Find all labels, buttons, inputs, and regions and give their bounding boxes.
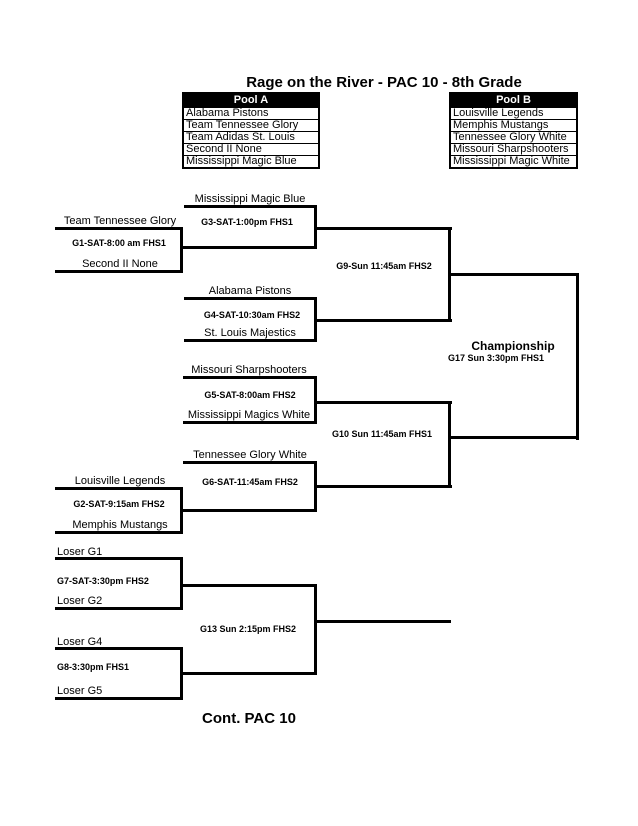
g2-bottom-team-label: Memphis Mustangs (72, 519, 168, 531)
pool-a-table: Pool A Alabama Pistons Team Tennessee Gl… (182, 92, 320, 169)
g10-join-line (448, 401, 451, 488)
g2-top-line (55, 487, 183, 490)
championship-title: Championship (471, 339, 555, 353)
g6-top-team-label: Tennessee Glory White (193, 449, 307, 461)
g13-game-label: G13 Sun 2:15pm FHS2 (199, 624, 297, 634)
g6-winner-line (314, 485, 452, 488)
g2-game-label: G2-SAT-9:15am FHS2 (73, 499, 165, 509)
championship-join-line (576, 273, 579, 440)
g5-game-label: G5-SAT-8:00am FHS2 (204, 390, 296, 400)
table-row: Tennessee Glory White (451, 131, 576, 143)
g7-top-team-label: Loser G1 (57, 546, 103, 558)
g3-top-team-label: Mississippi Magic Blue (194, 193, 306, 205)
g4-game-label: G4-SAT-10:30am FHS2 (203, 310, 301, 320)
g1-bottom-team-label: Second II None (82, 258, 158, 270)
page-title: Rage on the River - PAC 10 - 8th Grade (246, 74, 522, 91)
g10-game-label: G10 Sun 11:45am FHS1 (331, 429, 433, 439)
championship-game-label: G17 Sun 3:30pm FHS1 (447, 353, 545, 363)
table-row: Mississippi Magic White (451, 155, 576, 167)
g2-bottom-line (55, 531, 183, 534)
g13-join-line (314, 584, 317, 675)
g3-top-line (184, 205, 317, 208)
g8-top-team-label: Loser G4 (57, 636, 103, 648)
g1-top-line (55, 227, 183, 230)
g5-bottom-team-label: Mississippi Magics White (187, 409, 311, 421)
table-row: Alabama Pistons (184, 107, 318, 119)
g5-winner-line (314, 401, 452, 404)
g5-top-line (183, 376, 317, 379)
table-row: Louisville Legends (451, 107, 576, 119)
g7-bottom-line (55, 607, 183, 610)
g4-top-line (184, 297, 317, 300)
g4-top-team-label: Alabama Pistons (208, 285, 292, 297)
g9-winner-line (448, 273, 579, 276)
g7-join-line (180, 557, 183, 610)
g2-join-line (180, 487, 183, 534)
g10-winner-line (448, 436, 579, 439)
g1-bottom-line (55, 270, 183, 273)
g7-winner-line (183, 584, 317, 587)
g1-game-label: G1-SAT-8:00 am FHS1 (72, 238, 166, 248)
pool-a-header: Pool A (184, 94, 318, 107)
g8-join-line (180, 647, 183, 700)
g7-game-label: G7-SAT-3:30pm FHS2 (57, 576, 149, 586)
pool-b-table: Pool B Louisville Legends Memphis Mustan… (449, 92, 578, 169)
footer-label: Cont. PAC 10 (202, 710, 296, 727)
table-row: Mississippi Magic Blue (184, 155, 318, 167)
g6-top-line (183, 461, 317, 464)
g5-join-line (314, 376, 317, 424)
g8-game-label: G8-3:30pm FHS1 (57, 662, 130, 672)
g4-winner-line (314, 319, 452, 322)
g3-game-label: G3-SAT-1:00pm FHS1 (201, 217, 293, 227)
g9-game-label: G9-Sun 11:45am FHS2 (336, 261, 432, 271)
g8-bottom-team-label: Loser G5 (57, 685, 103, 697)
g1-top-team-label: Team Tennessee Glory (63, 215, 177, 227)
g2-top-team-label: Louisville Legends (74, 475, 166, 487)
g8-bottom-line (55, 697, 183, 700)
table-row: Team Adidas St. Louis (184, 131, 318, 143)
table-row: Team Tennessee Glory (184, 119, 318, 131)
table-row: Memphis Mustangs (451, 119, 576, 131)
g1-join-line (180, 227, 183, 273)
g2-winner-line (183, 509, 317, 512)
table-row: Missouri Sharpshooters (451, 143, 576, 155)
g6-game-label: G6-SAT-11:45am FHS2 (202, 477, 298, 487)
g5-top-team-label: Missouri Sharpshooters (191, 364, 307, 376)
g5-bottom-line (183, 421, 317, 424)
g8-top-line (55, 647, 183, 650)
g4-bottom-team-label: St. Louis Majestics (204, 327, 296, 339)
pool-b-header: Pool B (451, 94, 576, 107)
g4-bottom-line (184, 339, 317, 342)
g7-bottom-team-label: Loser G2 (57, 595, 103, 607)
g7-top-line (55, 557, 183, 560)
g13-winner-line (314, 620, 451, 623)
g8-winner-line (183, 672, 317, 675)
table-row: Second II None (184, 143, 318, 155)
g1-winner-line (183, 246, 317, 249)
g3-winner-line (314, 227, 452, 230)
